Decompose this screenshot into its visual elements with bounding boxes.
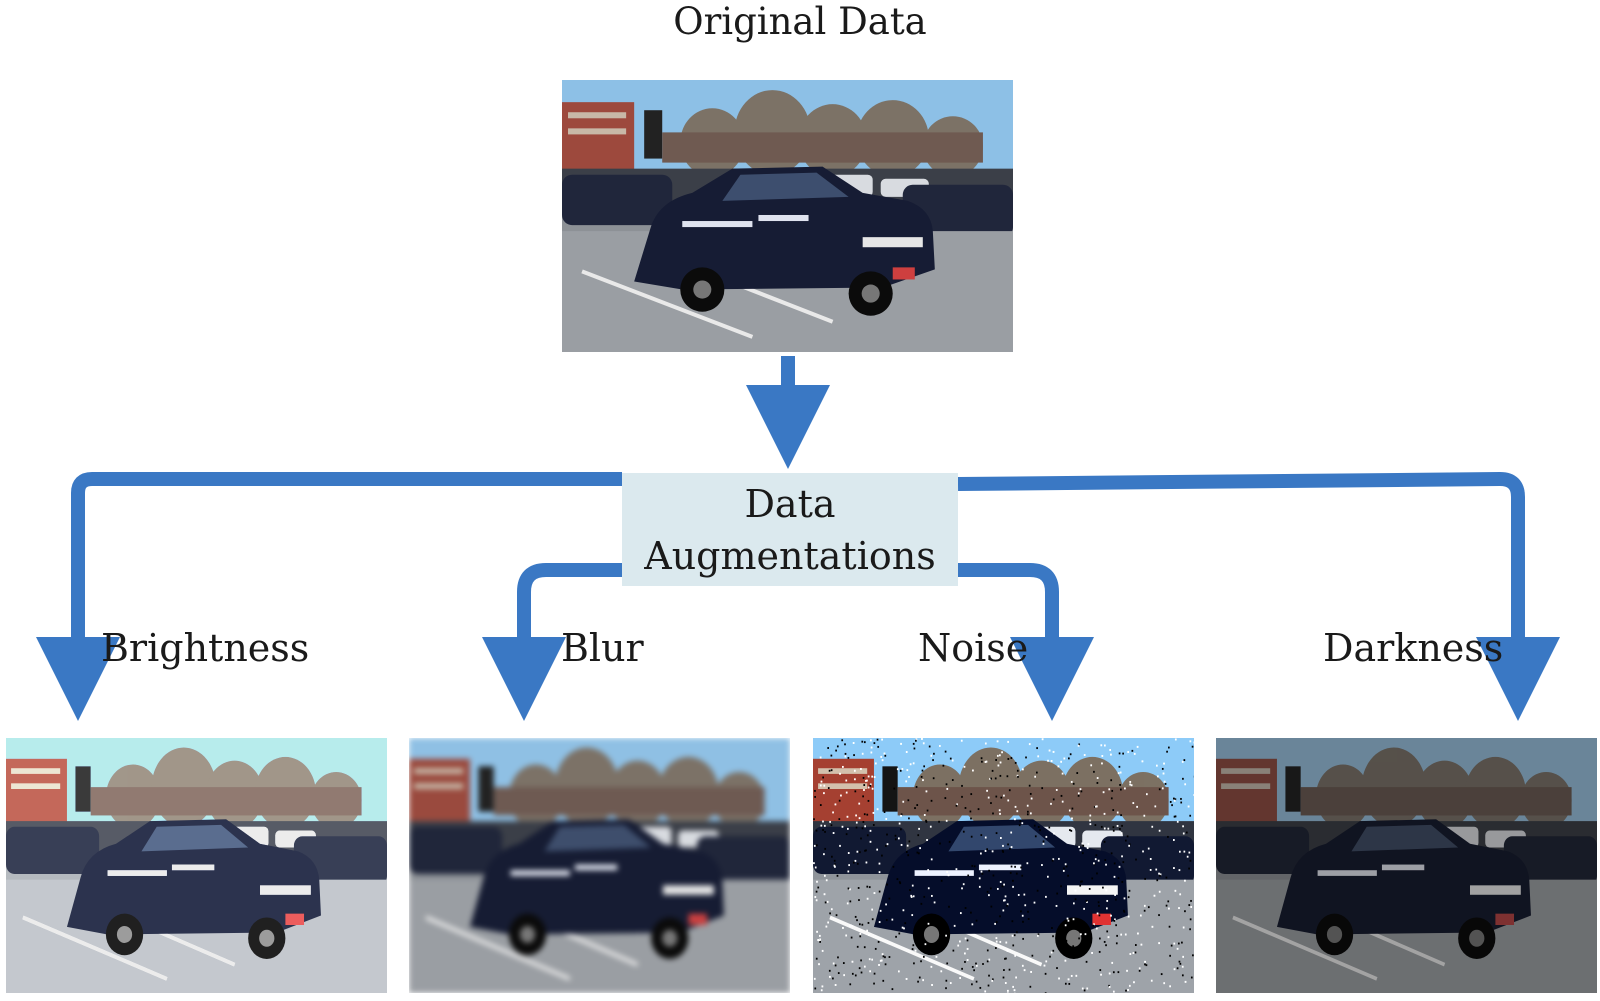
data-augmentations-box: Data Augmentations — [622, 473, 958, 586]
label-blur: Blur — [561, 626, 644, 670]
label-brightness: Brightness — [101, 626, 310, 670]
label-darkness: Darkness — [1323, 626, 1504, 670]
label-noise: Noise — [918, 626, 1029, 670]
arrow-to-darkness — [957, 472, 1560, 721]
augmentations-line-1: Data — [744, 481, 836, 526]
blur-photo-image — [409, 738, 790, 993]
brightness-car-photo — [6, 738, 387, 993]
noise-photo-image — [813, 738, 1194, 993]
darkness-car-photo — [1216, 738, 1597, 993]
arrow-to-blur — [482, 563, 622, 721]
original-car-photo — [562, 80, 1013, 352]
brightness-photo-image — [6, 738, 387, 993]
augmentations-line-2: Augmentations — [644, 533, 936, 578]
arrow-to-brightness — [36, 472, 622, 721]
original-photo-image — [562, 80, 1013, 352]
noise-car-photo — [813, 738, 1194, 993]
darkness-photo-image — [1216, 738, 1597, 993]
diagram-title: Original Data — [673, 0, 927, 43]
blur-car-photo — [409, 738, 790, 993]
arrow-to-noise — [958, 563, 1094, 721]
